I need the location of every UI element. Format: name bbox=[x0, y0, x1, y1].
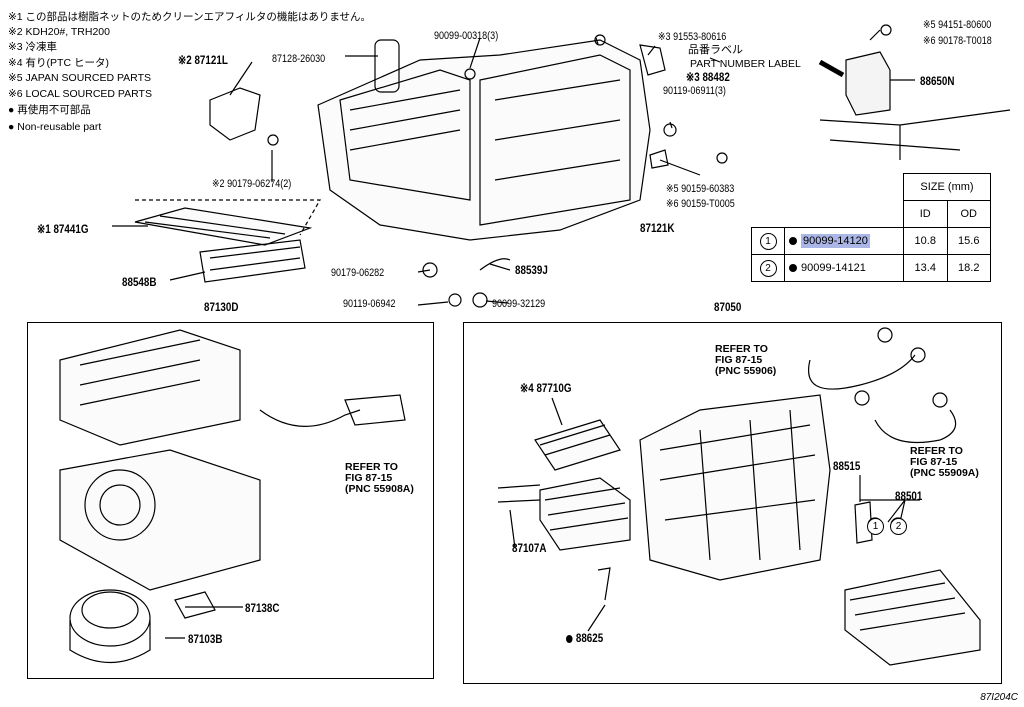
label-87441G[interactable]: ※1 87441G bbox=[37, 222, 89, 236]
table-row: 1 90099-14120 10.8 15.6 bbox=[751, 227, 991, 255]
non-reusable-dot-icon bbox=[789, 264, 797, 273]
label-88625[interactable]: 88625 bbox=[566, 631, 603, 645]
callout-1: 1 bbox=[867, 518, 884, 535]
label-90119-06911[interactable]: 90119-06911(3) bbox=[663, 85, 726, 97]
label-87138C[interactable]: 87138C bbox=[245, 601, 280, 615]
note-1: ※1 この部品は樹脂ネットのためクリーンエアフィルタの機能はありません。 bbox=[8, 11, 372, 23]
label-part-number-jp: 品番ラベル bbox=[688, 44, 743, 56]
label-90179-06282[interactable]: 90179-06282 bbox=[331, 267, 385, 279]
refer-note-55909A[interactable]: REFER TO FIG 87-15 (PNC 55909A) bbox=[910, 445, 979, 479]
size-table: SIZE (mm) ID OD 1 90099-14120 10.8 15.6 … bbox=[751, 173, 991, 282]
note-7: ● 再使用不可部品 bbox=[8, 104, 91, 116]
col-od-header: OD bbox=[946, 200, 991, 228]
note-8: ● Non-reusable part bbox=[8, 121, 102, 133]
blower-assembly-box bbox=[27, 322, 434, 679]
figure-id: 87I204C bbox=[980, 692, 1018, 703]
row-num: 2 bbox=[759, 259, 777, 277]
od-cell: 15.6 bbox=[946, 227, 991, 255]
table-row: 2 90099-14121 13.4 18.2 bbox=[751, 254, 991, 282]
part-number-cell[interactable]: 90099-14121 bbox=[801, 262, 866, 274]
label-90119-06942[interactable]: 90119-06942 bbox=[343, 298, 396, 310]
label-88548B[interactable]: 88548B bbox=[122, 275, 157, 289]
label-88515[interactable]: 88515 bbox=[833, 459, 861, 473]
label-88625-text: 88625 bbox=[575, 631, 604, 645]
label-87107A[interactable]: 87107A bbox=[512, 541, 547, 555]
label-87121L[interactable]: ※2 87121L bbox=[178, 53, 228, 67]
note-2: ※2 KDH20#, TRH200 bbox=[8, 26, 110, 38]
label-90179-06274[interactable]: ※2 90179-06274(2) bbox=[212, 178, 292, 190]
row-num: 1 bbox=[759, 232, 777, 250]
id-cell: 13.4 bbox=[903, 254, 948, 282]
label-87121K[interactable]: 87121K bbox=[640, 221, 675, 235]
label-90099-00318[interactable]: 90099-00318(3) bbox=[434, 30, 499, 42]
label-90159-T0005[interactable]: ※6 90159-T0005 bbox=[666, 198, 735, 210]
label-90178-T0018[interactable]: ※6 90178-T0018 bbox=[923, 35, 992, 47]
od-cell: 18.2 bbox=[946, 254, 991, 282]
label-87128-26030[interactable]: 87128-26030 bbox=[272, 53, 326, 65]
label-87103B[interactable]: 87103B bbox=[188, 632, 223, 646]
note-3: ※3 冷凍車 bbox=[8, 41, 58, 53]
label-94151-80600[interactable]: ※5 94151-80600 bbox=[923, 19, 992, 31]
non-reusable-dot-icon bbox=[566, 634, 573, 643]
label-part-number-en: PART NUMBER LABEL bbox=[690, 58, 801, 70]
hvac-case-box bbox=[463, 322, 1002, 684]
note-6: ※6 LOCAL SOURCED PARTS bbox=[8, 88, 152, 100]
id-cell: 10.8 bbox=[903, 227, 948, 255]
callout-2: 2 bbox=[890, 518, 907, 535]
label-90159-60383[interactable]: ※5 90159-60383 bbox=[666, 183, 735, 195]
label-88650N[interactable]: 88650N bbox=[920, 74, 955, 88]
label-88482[interactable]: ※3 88482 bbox=[686, 70, 730, 84]
label-87130D[interactable]: 87130D bbox=[204, 300, 239, 314]
label-87710G[interactable]: ※4 87710G bbox=[520, 381, 572, 395]
refer-note-55908A[interactable]: REFER TO FIG 87-15 (PNC 55908A) bbox=[345, 461, 414, 495]
part-number-cell[interactable]: 90099-14120 bbox=[801, 234, 870, 248]
col-id-header: ID bbox=[903, 200, 948, 228]
label-91553-80616[interactable]: ※3 91553-80616 bbox=[658, 31, 727, 43]
label-88501[interactable]: 88501 bbox=[895, 489, 923, 503]
label-90099-32129[interactable]: 90099-32129 bbox=[492, 298, 546, 310]
non-reusable-dot-icon bbox=[789, 237, 797, 246]
size-header: SIZE (mm) bbox=[903, 173, 991, 201]
label-88539J[interactable]: 88539J bbox=[515, 263, 548, 277]
refer-note-55906[interactable]: REFER TO FIG 87-15 (PNC 55906) bbox=[715, 343, 777, 377]
note-4: ※4 有り(PTC ヒータ) bbox=[8, 57, 109, 69]
note-5: ※5 JAPAN SOURCED PARTS bbox=[8, 72, 151, 84]
label-87050[interactable]: 87050 bbox=[714, 300, 742, 314]
